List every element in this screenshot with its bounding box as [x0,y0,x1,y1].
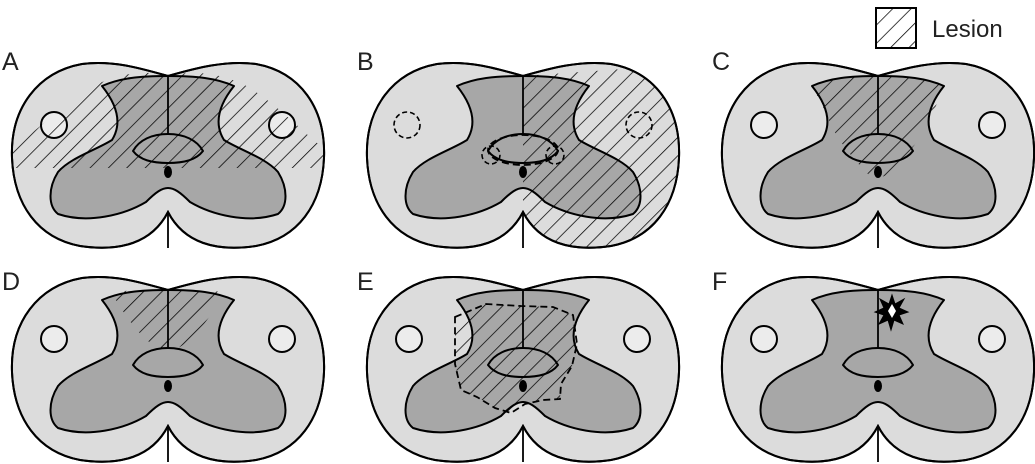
lateral-tract-left [751,112,777,138]
legend-label: Lesion [932,16,1003,43]
lateral-tract-right [624,326,650,352]
panel-label-d: D [2,268,20,296]
panel-label-c: C [712,48,730,76]
cord-section-b [355,60,695,260]
panel-b: B [355,48,695,260]
panel-a: A [0,48,340,260]
legend: Lesion [876,8,1003,48]
central-canal [164,380,172,392]
cord-section-e [355,274,695,464]
panel-c: C [710,48,1035,260]
lateral-tract-left [41,326,67,352]
lateral-tract-right [269,326,295,352]
lateral-tract-right [979,326,1005,352]
cord-section-a [0,60,340,260]
cord-section-c [710,60,1035,260]
lateral-tract-left [751,326,777,352]
panel-d: D [0,268,340,464]
panel-label-e: E [357,268,374,296]
panel-f: F [712,268,1034,462]
cord-section-f [722,277,1034,462]
panel-label-b: B [357,48,374,76]
panel-e: E [355,268,695,464]
panel-label-f: F [712,268,727,296]
central-canal [874,380,882,392]
panel-label-a: A [2,48,19,76]
lateral-tract-right [979,112,1005,138]
lateral-tract-left [396,326,422,352]
cord-section-d [0,274,340,464]
legend-hatch-swatch [876,8,916,48]
